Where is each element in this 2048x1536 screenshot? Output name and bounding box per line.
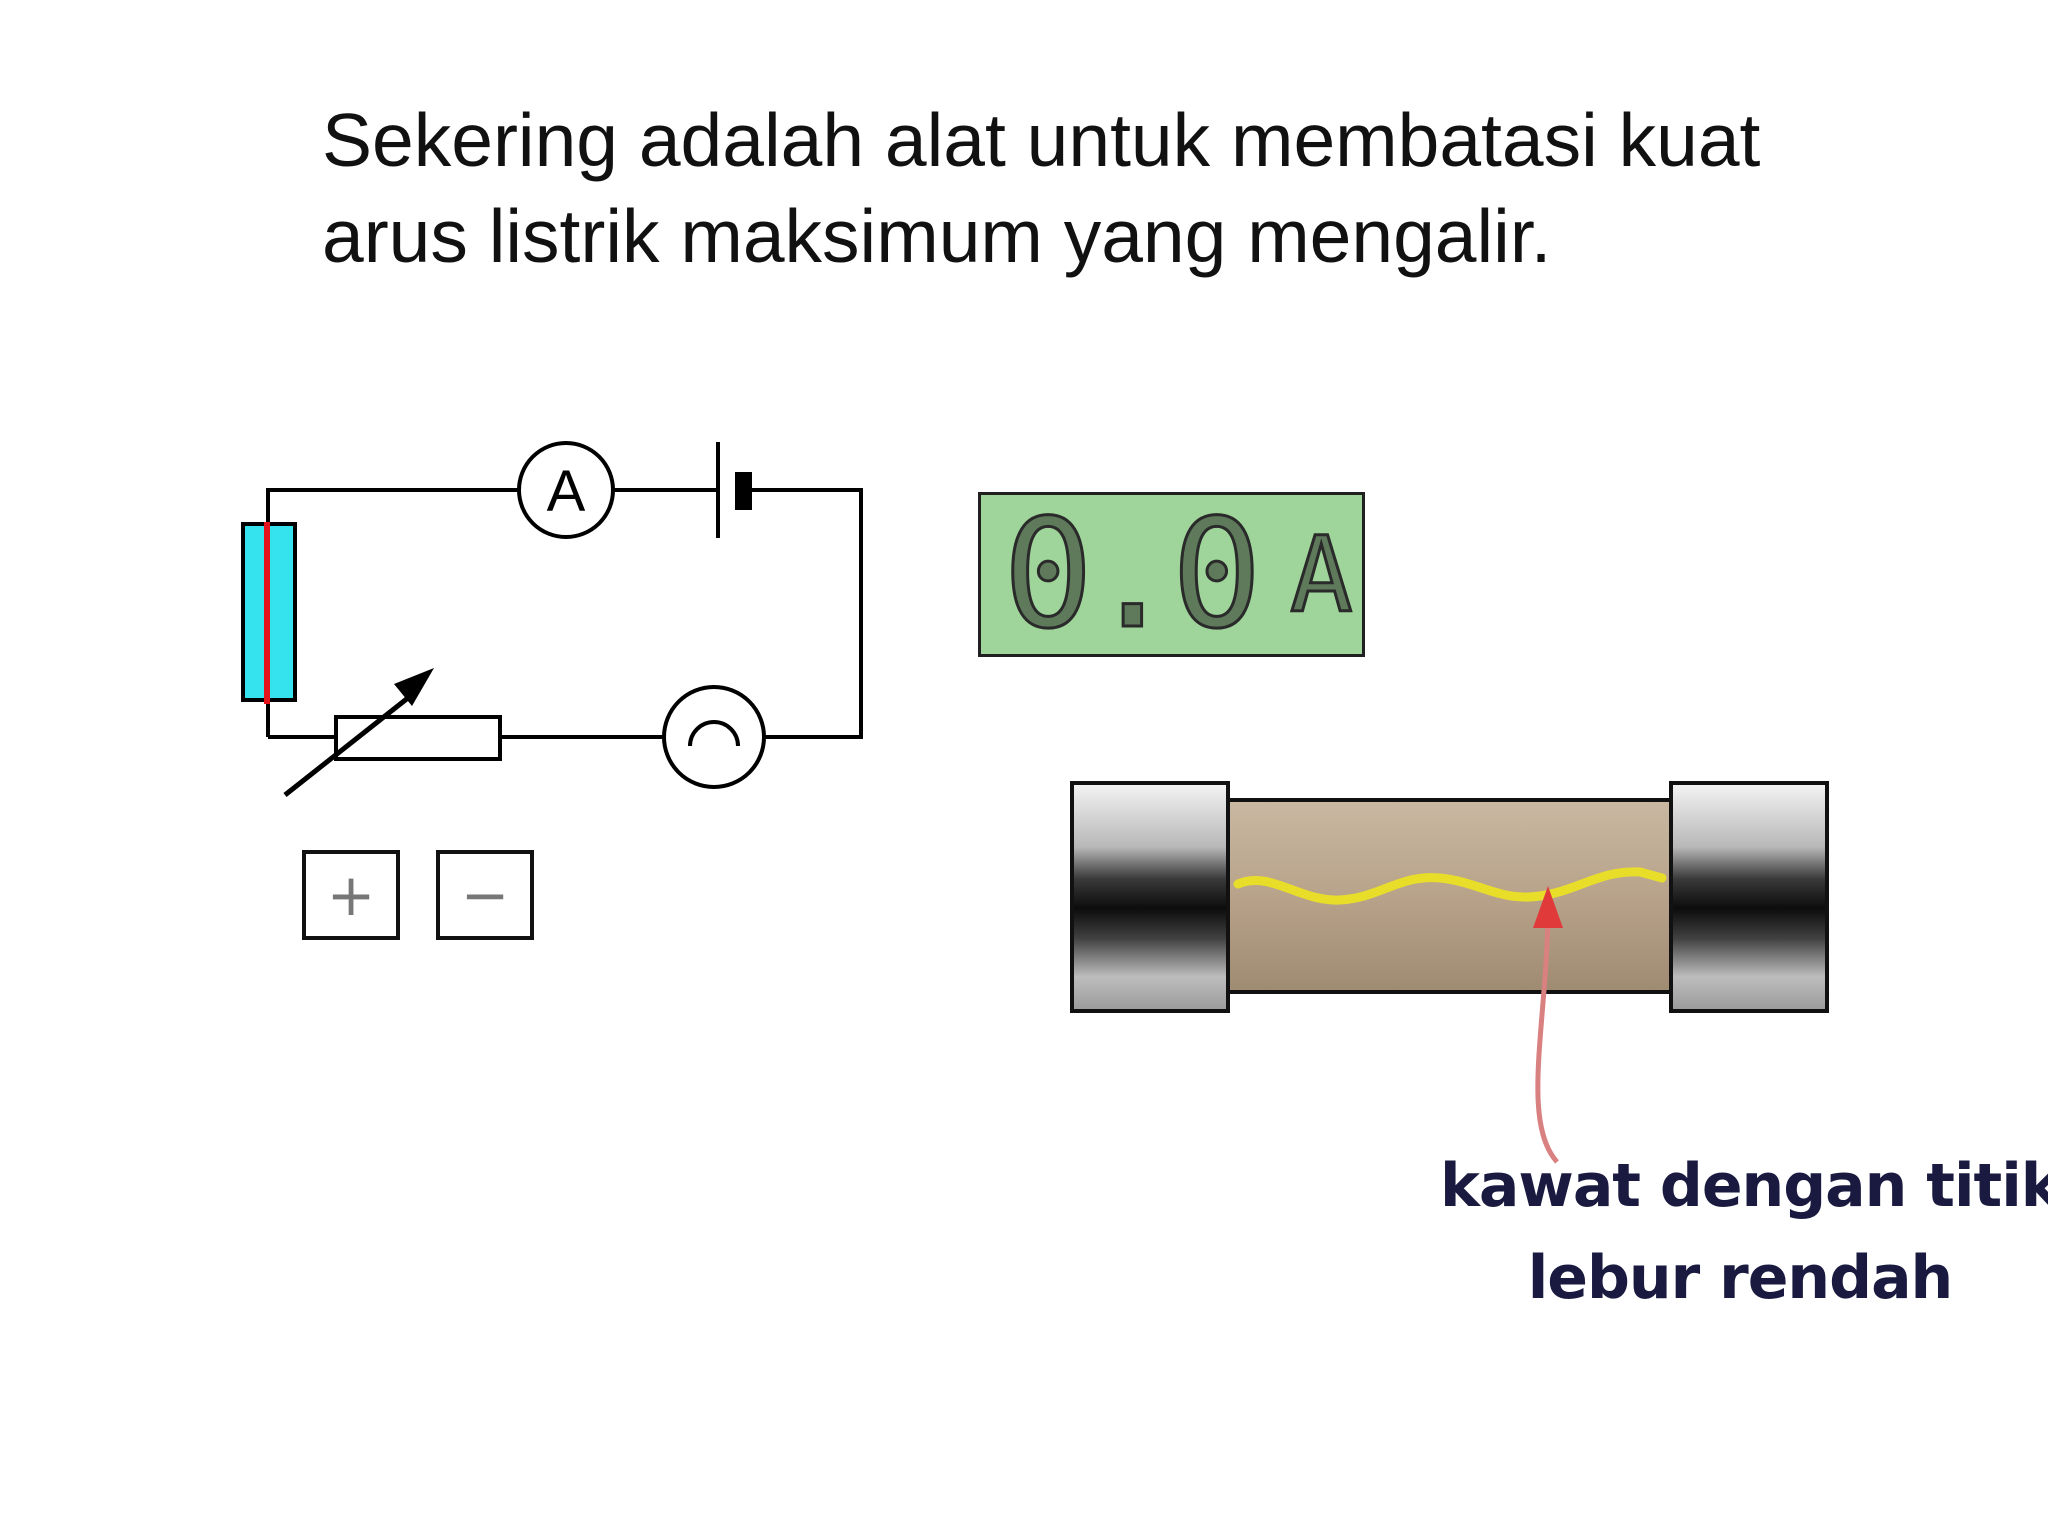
lamp-symbol bbox=[662, 685, 766, 789]
variable-resistor bbox=[283, 668, 502, 797]
ammeter-symbol: A bbox=[517, 441, 615, 539]
heading-line-1: Sekering adalah alat untuk membatasi kua… bbox=[322, 98, 1761, 182]
increase-current-button[interactable]: + bbox=[302, 850, 400, 940]
ammeter-display: 0.0 A bbox=[978, 492, 1365, 657]
decrease-current-button[interactable]: − bbox=[436, 850, 534, 940]
pointer-arrow-head bbox=[1533, 886, 1563, 928]
heading-line-2: arus listrik maksimum yang mengalir. bbox=[322, 194, 1552, 278]
circuit-fuse bbox=[241, 522, 297, 704]
ammeter-label: A bbox=[547, 459, 586, 524]
heading: Sekering adalah alat untuk membatasi kua… bbox=[322, 92, 1942, 284]
fuse-cap-right bbox=[1669, 781, 1829, 1013]
circuit-diagram: A bbox=[241, 441, 863, 797]
ammeter-value: 0.0 bbox=[1002, 487, 1264, 662]
fuse-body bbox=[1224, 798, 1674, 994]
circuit-wires bbox=[266, 488, 863, 739]
pointer-arrow bbox=[1535, 904, 1559, 1164]
fuse-label-line-1: kawat dengan titik bbox=[1440, 1151, 2048, 1221]
fuse-label-line-2: lebur rendah bbox=[1527, 1243, 1954, 1313]
ammeter-unit: A bbox=[1288, 512, 1354, 637]
fuse-cap-left bbox=[1070, 781, 1230, 1013]
battery-symbol bbox=[716, 442, 752, 538]
fuse-wire bbox=[1233, 867, 1667, 905]
fuse-label: kawat dengan titik lebur rendah bbox=[1440, 1140, 2048, 1324]
